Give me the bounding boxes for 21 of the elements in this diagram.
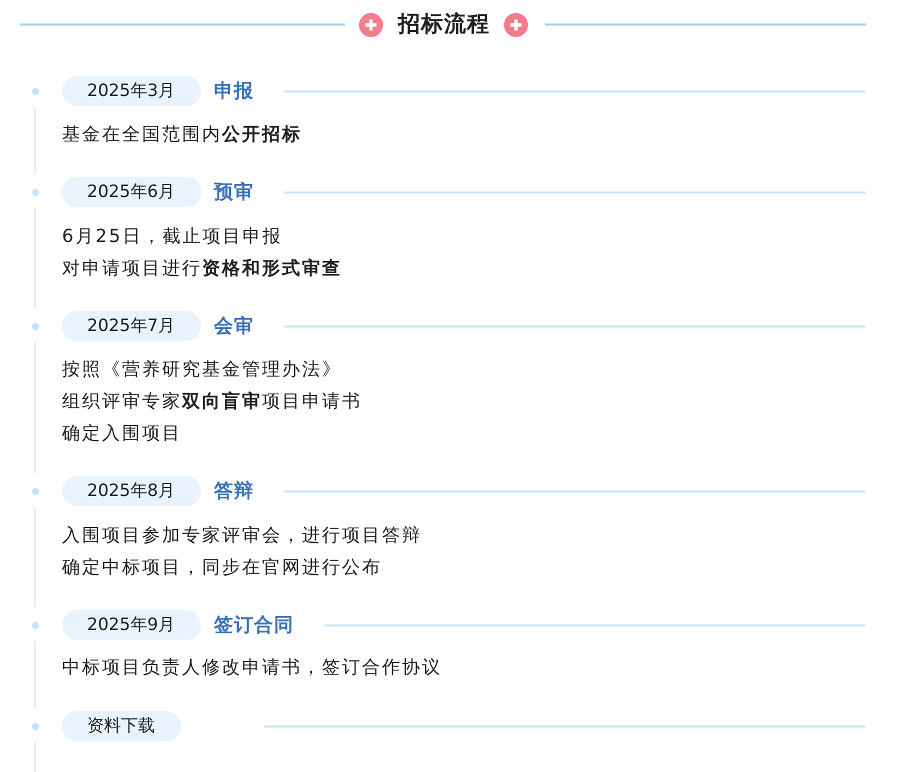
step-heading: 预审 xyxy=(214,180,254,205)
step-description: 确定入围项目 xyxy=(62,422,182,446)
step-description: 基金在全国范围内公开招标 xyxy=(62,123,302,147)
step-description: 入围项目参加专家评审会，进行项目答辩 xyxy=(62,524,422,548)
step-heading: 申报 xyxy=(214,79,254,104)
date-pill: 2025年9月 xyxy=(62,610,202,640)
date-pill: 2025年3月 xyxy=(62,76,202,106)
date-pill: 2025年7月 xyxy=(62,311,202,341)
step-description: 中标项目负责人修改申请书，签订合作协议 xyxy=(62,656,442,680)
date-pill: 2025年6月 xyxy=(62,177,202,207)
step-heading: 会审 xyxy=(214,314,254,339)
step-description: 组织评审专家双向盲审项目申请书 xyxy=(62,390,362,414)
date-pill: 资料下载 xyxy=(62,711,181,741)
step-description: 按照《营养研究基金管理办法》 xyxy=(62,358,342,382)
step-description: 6月25日，截止项目申报 xyxy=(62,225,282,249)
step-heading: 签订合同 xyxy=(214,613,294,638)
title: 招标流程 xyxy=(398,10,490,39)
step-description: 对申请项目进行资格和形式审查 xyxy=(62,257,342,281)
step-heading: 答辩 xyxy=(214,479,254,504)
step-description: 确定中标项目，同步在官网进行公布 xyxy=(62,556,382,580)
date-pill: 2025年8月 xyxy=(62,476,202,506)
